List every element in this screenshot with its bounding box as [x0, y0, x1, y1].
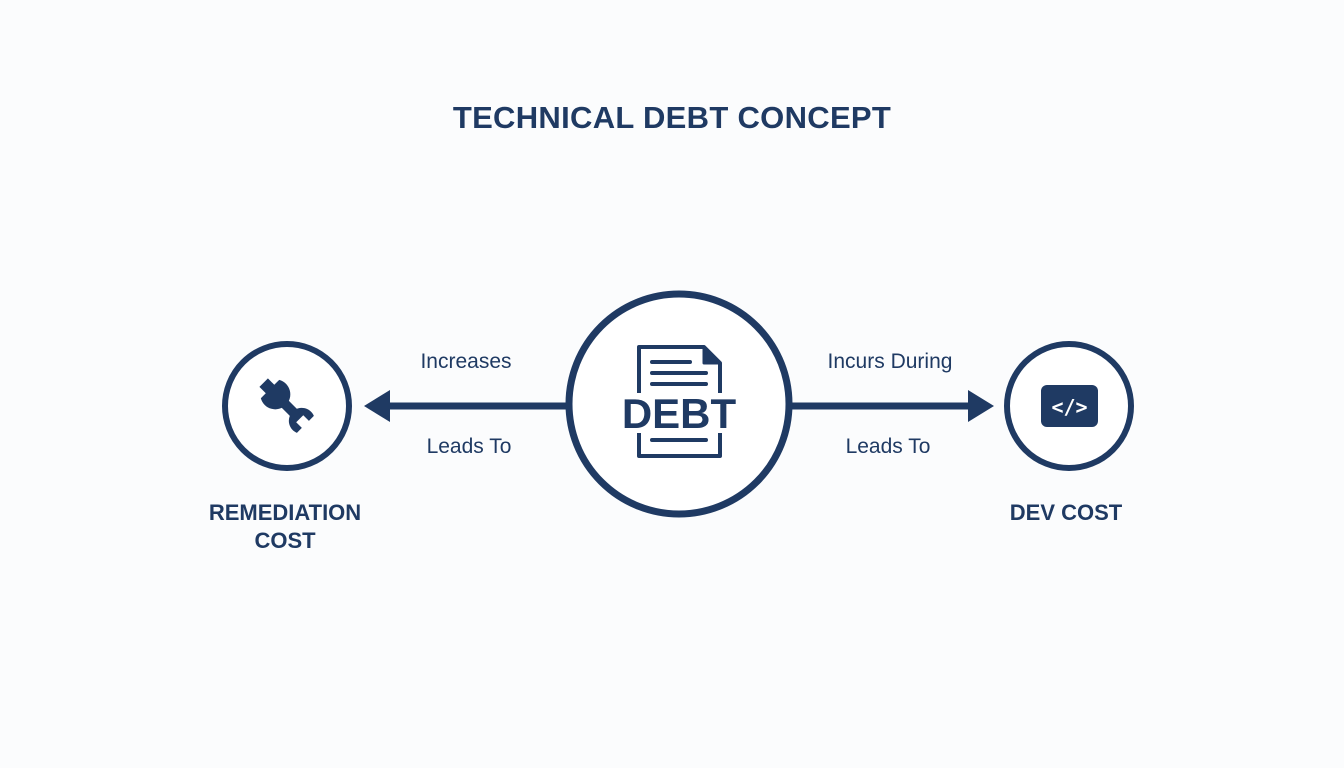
debt-node: DEBT	[565, 290, 793, 518]
dev-cost-label: DEV COST	[1009, 500, 1123, 525]
remediation-cost-label-line1: REMEDIATION	[208, 500, 362, 525]
debt-text: DEBT	[622, 390, 737, 437]
document-icon	[637, 345, 722, 458]
code-icon-text: </>	[1051, 395, 1087, 419]
code-icon: </>	[1041, 385, 1098, 427]
remediation-node	[222, 341, 352, 471]
right-arrow-label-top: Incurs During	[827, 350, 953, 373]
dev-cost-node: </>	[1004, 341, 1134, 471]
left-arrow	[364, 390, 568, 422]
diagram-title: TECHNICAL DEBT CONCEPT	[452, 100, 892, 135]
left-arrow-label-bottom: Leads To	[426, 435, 512, 458]
left-arrow-label-top: Increases	[420, 350, 512, 373]
right-arrow	[790, 390, 994, 422]
remediation-cost-label-line2: COST	[254, 528, 316, 553]
right-arrow-label-bottom: Leads To	[845, 435, 931, 458]
remediation-cost-label: REMEDIATION COST	[185, 499, 385, 555]
wrench-icon	[259, 378, 314, 433]
